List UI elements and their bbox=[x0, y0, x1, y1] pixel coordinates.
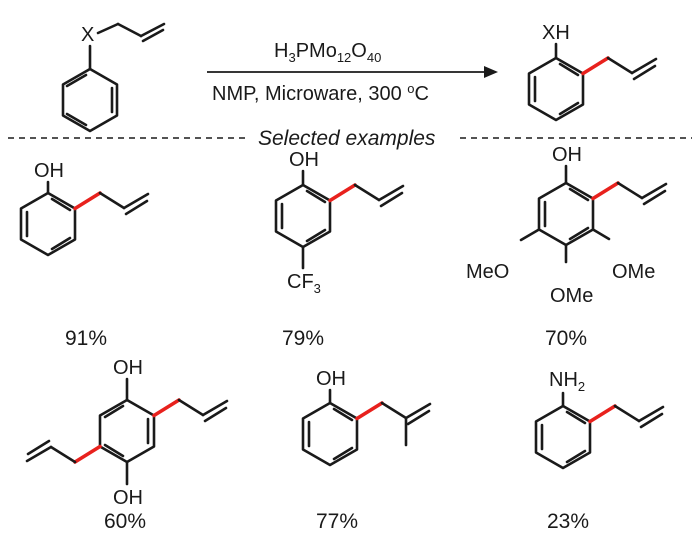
example-1-substituent: OH bbox=[34, 160, 64, 182]
example-2-trifluoromethyl: CF3 bbox=[287, 271, 321, 296]
conditions-label: NMP, Microware, 300 oC bbox=[212, 81, 429, 105]
product-molecule: XH bbox=[527, 22, 658, 122]
example-3-methoxy-right: OMe bbox=[612, 261, 655, 283]
example-3-molecule: OH MeO OMe OMe bbox=[466, 144, 668, 307]
example-2-hydroxyl: OH bbox=[289, 149, 319, 171]
section-title: Selected examples bbox=[258, 127, 436, 150]
example-1-molecule: OH bbox=[19, 160, 150, 257]
example-5-yield: 77% bbox=[316, 510, 358, 533]
reaction-arrow bbox=[207, 66, 498, 78]
example-2-molecule: OH CF3 bbox=[274, 149, 405, 296]
example-5-molecule: OH bbox=[301, 368, 432, 467]
example-5-hydroxyl: OH bbox=[316, 368, 346, 390]
example-6-molecule: NH2 bbox=[534, 369, 665, 470]
example-6-amino: NH2 bbox=[549, 369, 585, 394]
reactant-molecule: X bbox=[61, 22, 166, 133]
catalyst-label: H3PMo12O40 bbox=[274, 40, 381, 65]
example-4-yield: 60% bbox=[104, 510, 146, 533]
example-4-molecule: OH OH bbox=[25, 357, 229, 509]
example-3-methoxy-bottom: OMe bbox=[550, 285, 593, 307]
example-3-hydroxyl: OH bbox=[552, 144, 582, 166]
example-6-yield: 23% bbox=[547, 510, 589, 533]
example-4-hydroxyl-bottom: OH bbox=[113, 487, 143, 509]
example-3-yield: 70% bbox=[545, 327, 587, 350]
reactant-heteroatom-label: X bbox=[81, 24, 94, 46]
example-1-yield: 91% bbox=[65, 327, 107, 350]
product-heteroatom-label: XH bbox=[542, 22, 570, 44]
example-2-yield: 79% bbox=[282, 327, 324, 350]
example-3-methoxy-left: MeO bbox=[466, 261, 509, 283]
example-4-hydroxyl-top: OH bbox=[113, 357, 143, 379]
